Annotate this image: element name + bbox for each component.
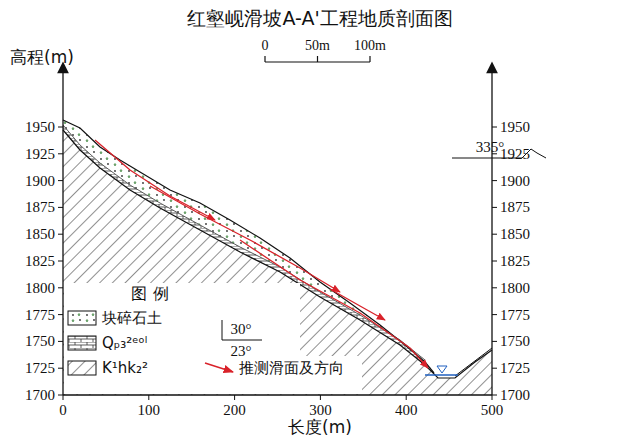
label-text: 1700 — [500, 387, 530, 404]
tick-mark — [406, 395, 407, 400]
tick-mark — [58, 153, 63, 154]
slip-surface — [150, 186, 340, 292]
right-bank — [455, 348, 492, 376]
label-text: 1825 — [25, 253, 55, 270]
legend-text: 块碎石土 — [102, 310, 162, 327]
tick-mark — [492, 207, 497, 208]
tick-mark — [492, 180, 497, 181]
label-text: 400 — [395, 402, 418, 419]
tick-mark — [63, 395, 64, 400]
tick-mark — [492, 314, 497, 315]
tick-mark — [492, 234, 497, 235]
label-text: 1875 — [500, 199, 530, 216]
ground-surface — [63, 120, 434, 373]
tick-mark — [492, 395, 497, 396]
label-text: 1850 — [500, 226, 530, 243]
tick-mark — [58, 287, 63, 288]
tick-mark — [58, 341, 63, 342]
label-text: 1725 — [500, 360, 530, 377]
tick-mark — [492, 341, 497, 342]
tick-mark — [58, 395, 63, 396]
tick-mark — [234, 395, 235, 400]
tick-mark — [320, 395, 321, 400]
label-text: 1950 — [25, 119, 55, 136]
tick-mark — [492, 261, 497, 262]
label-text: 1750 — [500, 333, 530, 350]
label-text: 1925 — [25, 146, 55, 163]
tick-mark — [58, 368, 63, 369]
label-text: 图 例 — [131, 285, 168, 303]
right-axis — [491, 72, 492, 395]
label-text: 200 — [223, 402, 246, 419]
scale-tick — [369, 56, 370, 62]
label-text: 50m — [305, 38, 330, 53]
label-text: 1850 — [25, 226, 55, 243]
legend-swatch — [68, 361, 96, 375]
tick-mark — [492, 395, 493, 400]
label-text: 1800 — [500, 280, 530, 297]
tick-mark — [492, 127, 497, 128]
legend-text: Qₚ₃²ᵉᵒˡ — [102, 335, 147, 352]
tick-mark — [58, 180, 63, 181]
label-text: 高程(m) — [10, 48, 74, 67]
legend-swatch — [205, 363, 233, 372]
label-text: 1775 — [500, 306, 530, 323]
label-text: 1925 — [500, 146, 530, 163]
diagram-title: 红壑岘滑坡A-A'工程地质剖面图 — [187, 8, 452, 29]
label-text: 100 — [138, 402, 161, 419]
slope-angle-symbol — [222, 320, 262, 340]
label-text: 1725 — [25, 360, 55, 377]
tick-mark — [58, 207, 63, 208]
legend-ground — [64, 283, 300, 394]
bottom-axis — [63, 394, 492, 395]
label-text: 1875 — [25, 199, 55, 216]
label-text: 长度(m) — [288, 418, 352, 437]
label-text: 335° — [476, 139, 505, 156]
label-text: 1800 — [25, 280, 55, 297]
tick-mark — [58, 234, 63, 235]
label-text: 0 — [262, 38, 269, 53]
label-text: 1700 — [25, 387, 55, 404]
tick-mark — [58, 314, 63, 315]
label-text: 500 — [481, 402, 504, 419]
label-text: 0 — [59, 402, 67, 419]
label-text: 1950 — [500, 119, 530, 136]
scale-tick — [317, 56, 318, 62]
label-text: 100m — [354, 38, 386, 53]
tick-mark — [58, 127, 63, 128]
slip-surface — [330, 289, 385, 320]
legend-swatch — [68, 336, 96, 350]
legend-text: K¹hk₂² — [102, 360, 148, 377]
label-text: 30° — [231, 321, 252, 338]
water-level — [425, 374, 458, 376]
slip-surface — [95, 140, 215, 220]
left-axis — [62, 72, 63, 395]
tick-mark — [148, 395, 149, 400]
tick-mark — [492, 368, 497, 369]
label-text: 1750 — [25, 333, 55, 350]
label-text: 1825 — [500, 253, 530, 270]
water-symbol — [437, 366, 447, 373]
label-text: 1900 — [25, 172, 55, 189]
tick-mark — [58, 261, 63, 262]
label-text: 300 — [309, 402, 332, 419]
tick-mark — [492, 287, 497, 288]
legend-swatch — [68, 311, 96, 325]
label-text: 1900 — [500, 172, 530, 189]
legend-text: 推测滑面及方向 — [239, 360, 344, 377]
label-text: 23° — [231, 343, 252, 360]
label-text: 1775 — [25, 306, 55, 323]
gravel-soil-layer — [63, 120, 434, 373]
scale-tick — [264, 56, 265, 62]
